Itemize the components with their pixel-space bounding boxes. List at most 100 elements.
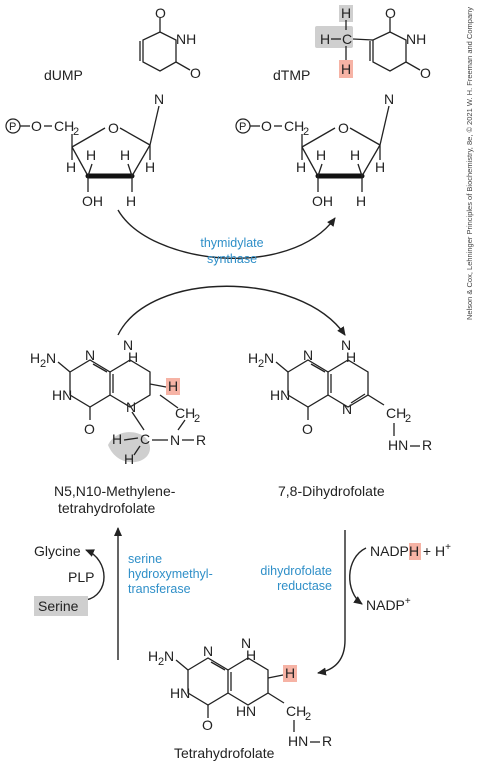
credit-line: Nelson & Cox, Lehninger Principles of Bi… (465, 7, 474, 320)
svg-text:N: N (241, 635, 251, 651)
svg-text:H: H (120, 147, 130, 163)
svg-text:R: R (322, 733, 332, 749)
svg-text:NH: NH (406, 31, 426, 47)
serine-label: Serine (38, 598, 79, 614)
svg-text:H: H (168, 378, 178, 394)
svg-text:O: O (108, 120, 119, 136)
methylene-thf-h-highlight (166, 378, 180, 395)
svg-text:2: 2 (305, 711, 311, 723)
svg-text:P: P (9, 121, 16, 133)
svg-text:CH: CH (54, 118, 74, 134)
methylene-to-dhf-arrow (117, 285, 346, 336)
svg-text:H: H (30, 350, 40, 366)
svg-text:H: H (248, 350, 258, 366)
plp-label: PLP (68, 569, 94, 585)
svg-text:N: N (164, 648, 174, 664)
dhfr-step: NADPH + H+ H NADP+ dihydrofolate reducta… (260, 530, 451, 676)
svg-text:N: N (46, 350, 56, 366)
svg-text:HN: HN (388, 437, 408, 453)
svg-text:H: H (356, 193, 366, 209)
svg-text:C: C (342, 31, 352, 47)
svg-text:P: P (239, 121, 246, 133)
svg-text:2: 2 (194, 413, 200, 425)
svg-text:N: N (303, 347, 313, 363)
svg-text:O: O (385, 5, 396, 21)
svg-text:N: N (123, 337, 133, 353)
svg-text:H: H (296, 159, 306, 175)
svg-text:N: N (246, 703, 256, 719)
svg-text:O: O (338, 120, 349, 136)
svg-text:HN: HN (270, 387, 290, 403)
serine-hmt-line2: hydroxymethyl- (128, 567, 213, 581)
nadp-label: NADP+ (366, 596, 411, 613)
svg-text:H: H (320, 31, 330, 47)
svg-text:CH: CH (175, 405, 195, 421)
svg-text:H: H (112, 431, 122, 447)
svg-text:H: H (341, 61, 351, 77)
nadph-h: H (409, 543, 419, 559)
svg-text:N: N (154, 91, 164, 107)
dhfr-line1: dihydrofolate (260, 564, 332, 578)
svg-text:O: O (261, 118, 272, 134)
svg-text:H: H (350, 147, 360, 163)
svg-text:N: N (203, 643, 213, 659)
svg-text:H: H (124, 451, 134, 467)
svg-text:H: H (148, 648, 158, 664)
svg-text:O: O (31, 118, 42, 134)
dtmp-structure: dTMP O NH O N H C H H O H H H H (235, 5, 431, 209)
svg-text:O: O (84, 421, 95, 437)
serine-hmt-step: Glycine PLP Serine serine hydroxymethyl-… (34, 527, 213, 660)
glycine-label: Glycine (34, 543, 81, 559)
serine-hmt-line1: serine (128, 552, 162, 566)
serine-to-glycine-arrow (85, 549, 105, 601)
svg-text:HN: HN (170, 685, 190, 701)
svg-text:O: O (190, 65, 201, 81)
svg-text:H: H (66, 159, 76, 175)
svg-text:O: O (302, 421, 313, 437)
svg-text:H: H (86, 147, 96, 163)
thymidylate-synthase-line1: thymidylate (200, 236, 263, 250)
svg-text:N: N (384, 91, 394, 107)
nadph-to-nadp-arrow (349, 547, 367, 605)
svg-text:HN: HN (52, 387, 72, 403)
thf-h-highlight (283, 665, 297, 682)
dump-label: dUMP (44, 67, 83, 83)
svg-text:N: N (170, 432, 180, 448)
svg-text:CH: CH (284, 118, 304, 134)
svg-text:H: H (246, 647, 256, 663)
serine-hmt-line3: transferase (128, 582, 191, 596)
svg-text:N: N (342, 401, 352, 417)
svg-text:O: O (420, 65, 431, 81)
svg-text:H: H (341, 5, 351, 21)
dump-to-dtmp-arrow (117, 209, 336, 259)
thymidylate-synthase-line2: synthase (207, 252, 257, 266)
svg-text:N: N (341, 337, 351, 353)
svg-text:R: R (422, 437, 432, 453)
transferred-hydrogen-highlight (339, 60, 353, 78)
svg-text:CH: CH (286, 703, 306, 719)
svg-text:H: H (145, 159, 155, 175)
svg-text:NH: NH (176, 31, 196, 47)
svg-text:2: 2 (73, 126, 79, 138)
svg-text:H: H (285, 665, 295, 681)
dhf-to-thf-arrow (317, 530, 346, 676)
svg-text:N: N (126, 399, 136, 415)
dump-structure: dUMP O NH O N O H H H H OH H P O (5, 5, 201, 209)
svg-text:HN: HN (288, 733, 308, 749)
tetrahydrofolate-name: Tetrahydrofolate (174, 745, 275, 761)
svg-text:C: C (140, 431, 150, 447)
svg-text:H: H (346, 349, 356, 365)
svg-text:H: H (375, 159, 385, 175)
svg-text:2: 2 (158, 656, 164, 668)
svg-text:2: 2 (405, 413, 411, 425)
svg-text:H: H (128, 349, 138, 365)
svg-text:H: H (316, 147, 326, 163)
dhfr-line2: reductase (277, 579, 332, 593)
dihydrofolate-name: 7,8-Dihydrofolate (278, 483, 385, 499)
svg-text:N: N (264, 350, 274, 366)
svg-text:OH: OH (312, 193, 333, 209)
